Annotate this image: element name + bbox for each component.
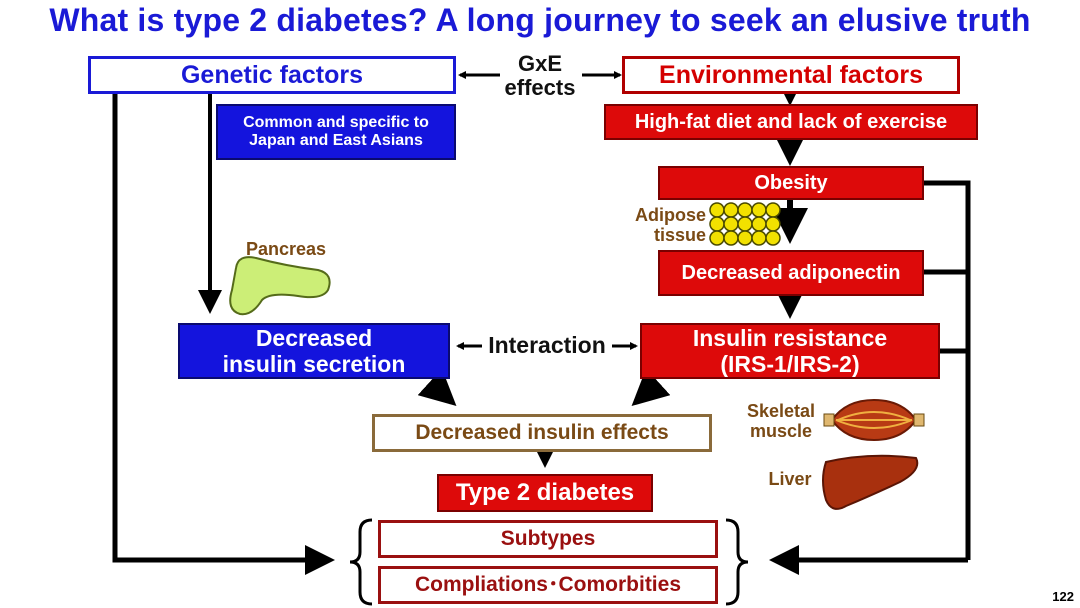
complications-box: Compliations･Comorbities <box>378 566 718 604</box>
skeletal-line1: Skeletal <box>746 401 816 421</box>
skeletal-muscle-label: Skeletal muscle <box>738 401 824 442</box>
subtypes-label: Subtypes <box>500 526 596 550</box>
obesity-label: Obesity <box>754 171 828 194</box>
type2-diabetes-label: Type 2 diabetes <box>455 479 635 507</box>
liver-label: Liver <box>768 469 812 489</box>
skeletal-muscle-icon <box>823 398 925 442</box>
resistance-to-effects-arrow <box>631 368 671 407</box>
secretion-line2: insulin secretion <box>222 351 406 377</box>
obesity-right-line <box>924 180 971 560</box>
adipose-line2: tissue <box>653 224 706 245</box>
high-fat-diet-label: High-fat diet and lack of exercise <box>634 110 948 133</box>
high-fat-diet-box: High-fat diet and lack of exercise <box>604 104 978 140</box>
insulin-resistance-box: Insulin resistance (IRS-1/IRS-2) <box>640 323 940 379</box>
interaction-label: Interaction <box>488 332 606 358</box>
gxe-line1: GxE <box>517 51 563 76</box>
genetic-factors-box: Genetic factors <box>88 56 456 94</box>
resistance-line2: (IRS-1/IRS-2) <box>720 351 860 377</box>
decreased-adiponectin-box: Decreased adiponectin <box>658 250 924 296</box>
japan-east-asians-label: Common and specific to Japan and East As… <box>243 113 429 149</box>
genetic-factors-label: Genetic factors <box>180 60 363 89</box>
subtypes-box: Subtypes <box>378 520 718 558</box>
environmental-factors-box: Environmental factors <box>622 56 960 94</box>
skeletal-line2: muscle <box>749 420 813 441</box>
decreased-adiponectin-label: Decreased adiponectin <box>681 261 901 284</box>
obesity-box: Obesity <box>658 166 924 200</box>
liver-icon <box>822 454 919 510</box>
environmental-factors-label: Environmental factors <box>659 60 923 89</box>
secretion-to-effects-arrow <box>417 368 457 407</box>
complications-label: Compliations･Comorbities <box>414 572 682 596</box>
genetic-to-bracket-path <box>112 93 335 575</box>
gxe-effects-label: GxE effects <box>490 51 590 101</box>
gxe-line2: effects <box>504 75 576 101</box>
type2-diabetes-box: Type 2 diabetes <box>437 474 653 512</box>
resistance-line1: Insulin resistance <box>692 324 888 351</box>
adipose-line1: Adipose <box>634 205 706 225</box>
pancreas-icon <box>229 256 331 316</box>
right-curly-brace <box>725 518 749 606</box>
decreased-insulin-effects-box: Decreased insulin effects <box>372 414 712 452</box>
japan-east-asians-box: Common and specific to Japan and East As… <box>216 104 456 160</box>
decreased-insulin-effects-label: Decreased insulin effects <box>415 420 669 444</box>
page-number: 122 <box>1052 589 1074 604</box>
secretion-line1: Decreased <box>255 324 373 351</box>
left-curly-brace <box>349 518 373 606</box>
adipose-tissue-label: Adipose tissue <box>620 205 706 246</box>
slide-title: What is type 2 diabetes? A long journey … <box>49 2 1031 38</box>
adipose-cells-icon <box>709 202 781 246</box>
decreased-insulin-secretion-box: Decreased insulin secretion <box>178 323 450 379</box>
pancreas-label: Pancreas <box>245 239 327 259</box>
